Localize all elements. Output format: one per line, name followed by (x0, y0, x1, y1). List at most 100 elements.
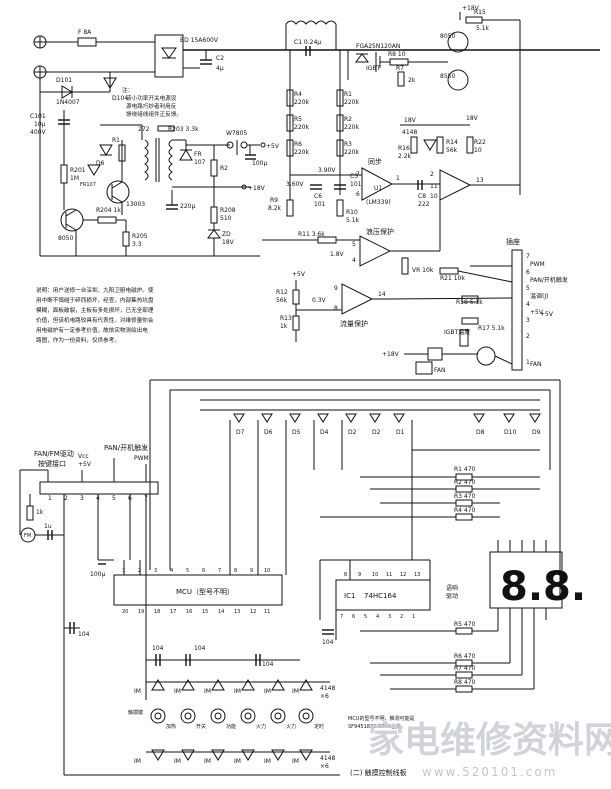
led-d1 (393, 413, 405, 423)
conn-label-pwm: PWM (530, 261, 545, 268)
led-d10 (503, 413, 515, 423)
pin-9: 9 (334, 285, 338, 292)
thermistor (459, 329, 469, 347)
diode-key-lower (211, 749, 225, 761)
c101-cap: 10μ (34, 121, 46, 128)
diode-4148b-label: 4148 (320, 755, 335, 762)
diode-key-lower (271, 749, 285, 761)
resistor-r5 (286, 114, 294, 132)
diode-fr107-b (179, 149, 193, 161)
key-column-lower: IM (134, 749, 165, 765)
r1-name: R1 (112, 137, 120, 144)
v5-label-bottom: +5V (78, 461, 92, 468)
mcu-note-line2: SF9451822 8054之类。 (348, 723, 406, 730)
pin-2: 2 (430, 171, 434, 178)
display-pins (497, 540, 547, 620)
r205-name: R205 (132, 233, 148, 240)
key-column: IM (292, 679, 313, 695)
fr107a-name: FR107 (80, 182, 96, 188)
v5-label: +5V (266, 143, 280, 150)
im-label-lower: IM (234, 758, 241, 765)
c8-value: 222 (418, 201, 430, 208)
mcu-pin-19: 19 (138, 609, 144, 615)
r201-name: R201 (70, 167, 86, 174)
board-title: (二) 触摸控制线板 (350, 768, 407, 777)
zd-name: ZD (222, 231, 231, 238)
q13003-label: 13003 (126, 201, 145, 208)
resistor-r4 (286, 89, 294, 107)
pan-trigger-label: PAN/开机触发 (104, 443, 148, 452)
c100-label: 100μ (252, 160, 267, 167)
r208-name: R208 (220, 207, 236, 214)
d101-name: D101 (56, 77, 72, 84)
igbt (347, 50, 381, 80)
side-note-line: 注： (122, 86, 133, 94)
key-label-function: 功能 (226, 723, 236, 730)
r6-name: R6 (294, 141, 302, 148)
bridge-rectifier (154, 34, 184, 78)
led-label-d7: D7 (236, 429, 245, 436)
resistor-r14 (436, 136, 444, 154)
bconn-pin-3: 3 (80, 495, 84, 502)
side-note: 注： 该小功率开关电源设 源电路巧妙者利用反 馈绕组线组件正反馈。 (122, 86, 182, 118)
ic-pin-9: 9 (358, 572, 361, 578)
im-label: IM (264, 688, 271, 695)
pin-13: 13 (476, 177, 484, 184)
resistor-r9 (286, 199, 294, 217)
resistor-r4-seg (455, 513, 473, 521)
mcu-chip (113, 574, 283, 606)
mcu-label: MCU（型号不明） (176, 587, 234, 596)
resistor-r17 (461, 317, 479, 325)
shift-register-ic1 (335, 579, 431, 611)
bconn-pin-2: 2 (64, 495, 68, 502)
led-d5 (289, 413, 301, 423)
r1b-name: R1 (344, 91, 352, 98)
transistor-8550-driver (447, 69, 469, 91)
watermark-url: www.520101.com (422, 765, 557, 779)
power-board: F 8A BD 15A600V C2 4μ D101 1N4007 D104 C… (30, 5, 600, 375)
diode-key (211, 679, 225, 691)
pin-6: 6 (356, 191, 360, 198)
resistor-r5-seg (455, 627, 473, 635)
pin-8: 8 (334, 305, 338, 312)
mcu-pin-13: 13 (234, 609, 240, 615)
explanation-note: 说明：用户送修一台深圳、九阳卫厨电磁炉。使 用中断不慎碰于碎而损坏，经查，内部集… (36, 286, 154, 344)
mcu-top-pins: 1 2 3 4 5 6 7 8 9 10 (122, 568, 270, 574)
im-label-lower: IM (292, 758, 299, 765)
r5-seg-label: R5 470 (454, 621, 476, 628)
resistor-r3-seg (455, 499, 473, 507)
q8550-label: 8550 (440, 73, 455, 80)
c220-label: 220μ (180, 203, 195, 210)
pin-4: 4 (352, 257, 356, 264)
mcu-note-line1: MCU的型号不明，推测可能是 (348, 715, 414, 722)
cap-100u-label: 100μ (90, 571, 105, 578)
note-line: 用中断不慎碰于碎而损坏，经查，内部集热坑盘 (36, 296, 154, 304)
side-note-line: 源电路巧妙者利用反 (126, 102, 177, 110)
ic-pin-4: 4 (376, 614, 379, 620)
resistor-r7 (397, 71, 405, 87)
ic-pin-3: 3 (388, 614, 391, 620)
pin-14: 14 (378, 291, 386, 298)
r7-label: R7 (396, 65, 404, 72)
r10-name: R10 (346, 209, 358, 216)
diode-fr107-a (87, 164, 101, 176)
c5-name: C5 (350, 173, 358, 180)
conn-pin-1: 1 (526, 359, 530, 366)
fuse-label: F 8A (78, 29, 92, 36)
resistor-r13 (292, 315, 300, 331)
r2-seg-label: R2 470 (454, 479, 476, 486)
mcu-pin-5: 5 (186, 568, 189, 574)
touch-pad (210, 708, 226, 724)
fan-fm-drive-label: FAN/FM驱动 (34, 449, 74, 458)
r1b-value: 220k (344, 99, 359, 106)
fuse (77, 37, 97, 47)
key-label-touch: 触摸键 (128, 709, 143, 716)
r10-value: 5.1k (346, 217, 360, 224)
pin-11: 11 (430, 183, 438, 190)
igbt-part: FGA25N120AN (356, 43, 400, 50)
note-line: 路图，作为一份资料，仅供参考。 (36, 336, 120, 344)
ic-pin-11: 11 (386, 572, 392, 578)
diode-d6 (99, 144, 113, 156)
surge-label: 浪压保护 (366, 227, 394, 236)
r272-label: 272 (138, 126, 150, 133)
